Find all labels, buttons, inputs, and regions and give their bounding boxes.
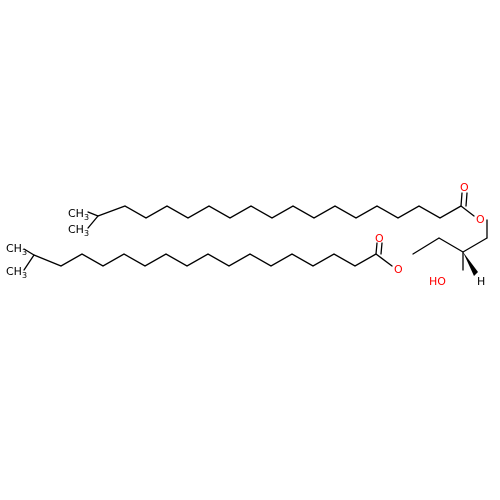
lower-ester-oxygen: O [394,263,403,276]
svg-text:CH3: CH3 [6,265,27,280]
wedge-bond [463,252,478,276]
stereo-hydrogen-label: H [477,275,485,288]
svg-text:CH3: CH3 [6,242,27,257]
glycerol-backbone [412,219,488,276]
lower-carbonyl-oxygen: O [375,232,384,245]
svg-text:CH3: CH3 [68,207,89,222]
upper-carbonyl-oxygen: O [460,181,469,194]
lower-methyl-label: CH3 CH3 [6,242,27,280]
lower-acyl-chain [23,242,393,271]
upper-ester-oxygen: O [476,213,485,226]
svg-text:CH3: CH3 [68,223,89,238]
upper-methyl-label: CH3 CH3 [68,207,89,238]
hydroxyl-label: HO [429,275,446,288]
upper-acyl-chain [87,192,475,229]
